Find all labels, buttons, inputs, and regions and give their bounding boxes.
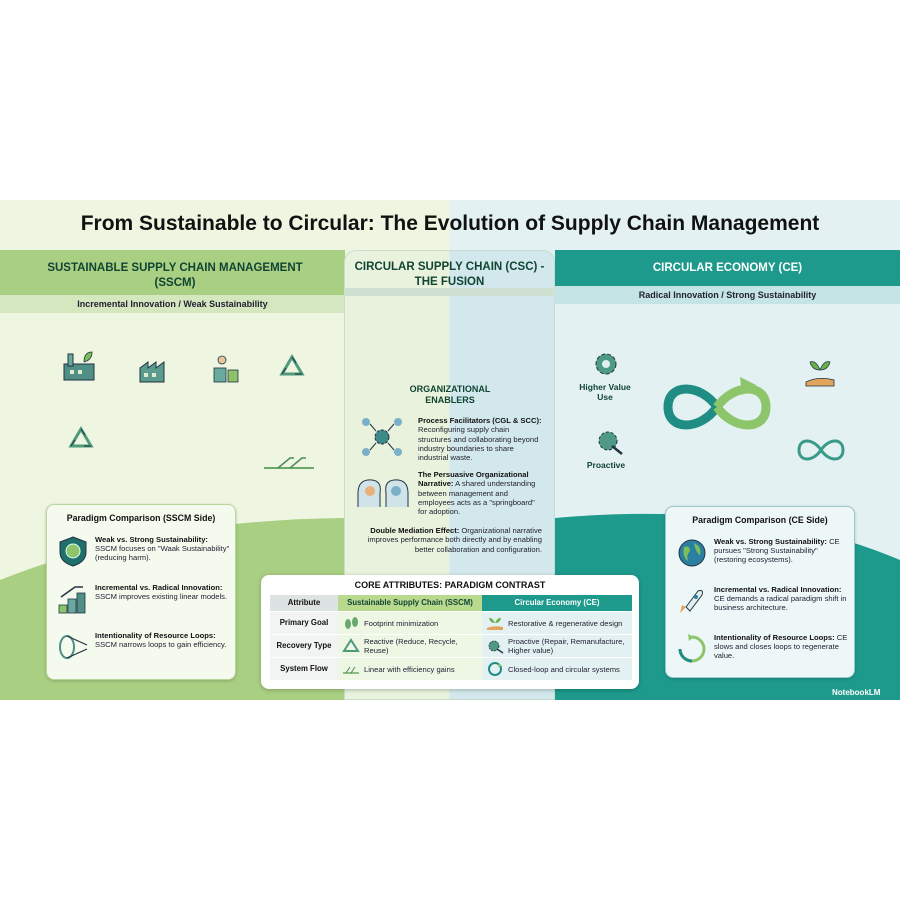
brand-logo: NotebookLM <box>832 688 881 697</box>
enablers-title: ORGANIZATIONAL ENABLERS <box>409 384 491 405</box>
ce-heading: CIRCULAR ECONOMY (CE) <box>652 262 803 274</box>
sscm-heading: SUSTAINABLE SUPPLY CHAIN MANAGEMENT (SSC… <box>47 262 303 289</box>
gear-wrench-icon <box>598 431 623 455</box>
footprint-icon <box>345 617 358 629</box>
network-gears-icon <box>362 418 402 456</box>
proactive-label: Proactive <box>586 460 626 470</box>
table-cell-sscm: Linear with efficiency gains <box>338 658 482 680</box>
rocket-icon <box>680 590 703 613</box>
narrow-loop-icon <box>59 635 88 659</box>
sscm-comparison-card: Paradigm Comparison (SSCM Side) Weak vs.… <box>46 504 236 680</box>
table-cell-attribute: Primary Goal <box>270 612 338 634</box>
table-header-sscm: Sustainable Supply Chain (SSCM) <box>338 595 482 611</box>
linear-arrows-icon <box>264 457 314 469</box>
circular-arrows-icon <box>678 634 706 663</box>
table-title: CORE ATTRIBUTES: PARADIGM CONTRAST <box>354 580 546 590</box>
table-cell-ce: Closed-loop and circular systems <box>482 658 632 680</box>
table-cell-attribute: System Flow <box>270 658 338 680</box>
sscm-band <box>0 250 345 295</box>
infographic: From Sustainable to Circular: The Evolut… <box>0 200 900 700</box>
recycle-icon <box>342 638 360 652</box>
list-item: Incremental vs. Radical Innovation: CE d… <box>676 585 848 623</box>
ce-comparison-card: Paradigm Comparison (CE Side) Weak vs. S… <box>665 506 855 678</box>
list-item: Incremental vs. Radical Innovation: SSCM… <box>57 583 229 621</box>
gear-wrench-icon <box>488 640 504 654</box>
csc-heading: CIRCULAR SUPPLY CHAIN (CSC) - THE FUSION <box>354 261 545 288</box>
table-cell-attribute: Recovery Type <box>270 635 338 657</box>
table-cell-sscm: Footprint minimization <box>338 612 482 634</box>
recycle-icon <box>279 354 305 376</box>
recycle-icon <box>68 426 94 448</box>
sscm-subheading: Incremental Innovation / Weak Sustainabi… <box>0 295 345 313</box>
hand-plant-icon <box>805 361 835 387</box>
shield-globe-icon <box>59 536 87 567</box>
table-header-attribute: Attribute <box>270 595 338 611</box>
table-cell-ce: Restorative & regenerative design <box>482 612 632 634</box>
csc-strip <box>344 288 555 296</box>
table-header-ce: Circular Economy (CE) <box>482 595 632 611</box>
enabler-double-mediation: Double Mediation Effect: Organizational … <box>367 526 542 554</box>
sscm-comparison-title: Paradigm Comparison (SSCM Side) <box>66 513 216 523</box>
worker-bins-icon <box>213 355 239 383</box>
ce-subheading: Radical Innovation / Strong Sustainabili… <box>555 286 900 304</box>
enabler-persuasive-narrative: The Persuasive Organizational Narrative:… <box>418 470 536 517</box>
list-item: Intentionality of Resource Loops: CE slo… <box>676 633 848 671</box>
list-item: Weak vs. Strong Sustainability: SSCM foc… <box>57 535 229 573</box>
linear-flow-icon <box>343 666 359 674</box>
ce-comparison-title: Paradigm Comparison (CE Side) <box>692 515 828 525</box>
heads-communication-icon <box>357 479 409 507</box>
list-item: Weak vs. Strong Sustainability: CE pursu… <box>676 537 848 575</box>
infinity-loop-icon <box>663 377 771 430</box>
page-title: From Sustainable to Circular: The Evolut… <box>80 212 820 235</box>
steps-arrow-icon <box>58 586 86 614</box>
hand-sprout-icon <box>487 617 503 630</box>
list-item: Intentionality of Resource Loops: SSCM n… <box>57 631 229 669</box>
earth-icon <box>678 539 706 567</box>
closed-loop-icon <box>488 662 502 676</box>
factory-plant-icon <box>63 351 95 381</box>
enabler-process-facilitators: Process Facilitators (CGL & SCC): Reconf… <box>418 416 542 463</box>
table-cell-sscm: Reactive (Reduce, Recycle, Reuse) <box>338 635 482 657</box>
gear-icon <box>595 353 617 375</box>
core-attributes-table: CORE ATTRIBUTES: PARADIGM CONTRAST Attri… <box>261 575 639 689</box>
factory-icon <box>139 361 165 383</box>
table-cell-ce: Proactive (Repair, Remanufacture, Higher… <box>482 635 632 657</box>
small-infinity-icon <box>797 439 845 461</box>
higher-value-label: Higher Value Use <box>579 382 631 402</box>
